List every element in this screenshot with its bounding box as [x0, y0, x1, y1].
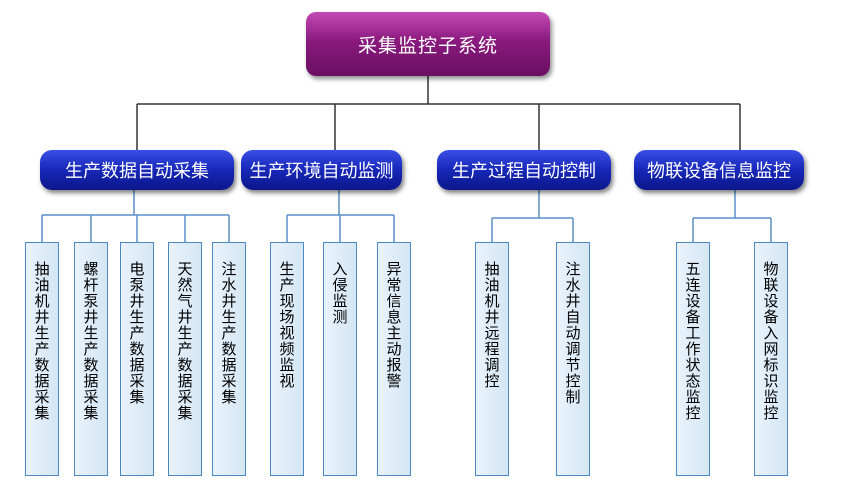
leaf-label: 抽油机井生产数据采集 [32, 261, 51, 421]
leaf-node: 天然气井生产数据采集 [168, 242, 202, 476]
leaf-label: 抽油机井远程调控 [482, 261, 501, 389]
leaf-node: 异常信息主动报警 [377, 242, 411, 476]
leaf-node: 抽油机井生产数据采集 [25, 242, 59, 476]
leaf-node: 电泵井生产数据采集 [120, 242, 154, 476]
leaf-node: 抽油机井远程调控 [475, 242, 509, 476]
category-label: 生产数据自动采集 [65, 161, 209, 182]
leaf-label: 异常信息主动报警 [384, 261, 403, 389]
leaf-node: 注水井自动调节控制 [556, 242, 590, 476]
leaf-label: 生产现场视频监视 [277, 261, 296, 389]
root-label: 采集监控子系统 [357, 34, 498, 57]
leaf-label: 物联设备入网标识监控 [761, 261, 780, 421]
leaf-node: 五连设备工作状态监控 [676, 242, 710, 476]
leaf-node: 注水井生产数据采集 [212, 242, 246, 476]
category-node-process-control: 生产过程自动控制 [437, 150, 611, 190]
leaf-label: 五连设备工作状态监控 [683, 261, 702, 421]
leaf-node: 生产现场视频监视 [270, 242, 304, 476]
leaf-node: 螺杆泵井生产数据采集 [74, 242, 108, 476]
category-label: 生产环境自动监测 [249, 161, 394, 182]
category-node-environment-monitoring: 生产环境自动监测 [241, 150, 402, 190]
leaf-node: 入侵监测 [323, 242, 357, 476]
leaf-label: 电泵井生产数据采集 [127, 261, 146, 405]
leaf-label: 入侵监测 [330, 261, 349, 325]
leaf-label: 螺杆泵井生产数据采集 [81, 261, 100, 421]
category-node-iot-monitoring: 物联设备信息监控 [634, 150, 804, 190]
root-node: 采集监控子系统 [306, 12, 550, 76]
leaf-label: 注水井生产数据采集 [219, 261, 238, 405]
category-node-data-collection: 生产数据自动采集 [40, 150, 234, 190]
category-label: 生产过程自动控制 [452, 161, 596, 182]
leaf-label: 注水井自动调节控制 [563, 261, 582, 405]
leaf-label: 天然气井生产数据采集 [175, 261, 194, 421]
leaf-node: 物联设备入网标识监控 [754, 242, 788, 476]
category-label: 物联设备信息监控 [647, 161, 791, 182]
